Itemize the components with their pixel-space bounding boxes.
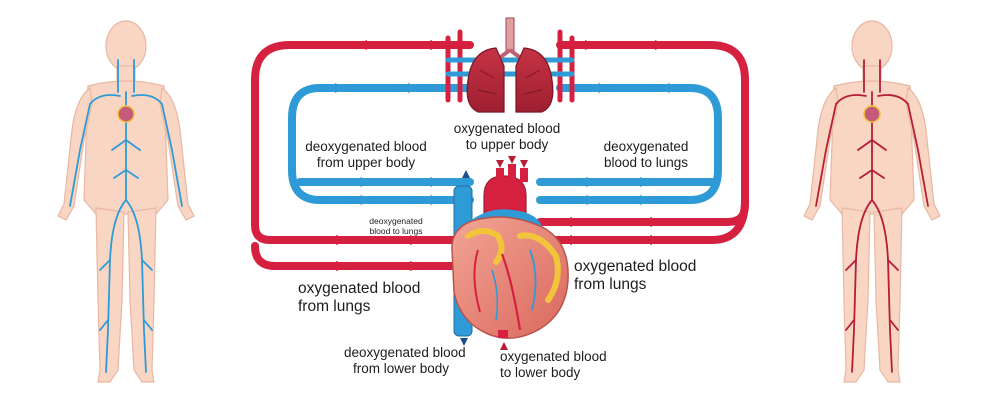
oxygenated-pathway-left-lower <box>251 242 459 270</box>
oxygenated-pathway-left-outer <box>251 41 474 244</box>
human-body-veins-figure <box>57 20 195 383</box>
flow-arrows <box>335 40 670 350</box>
heart-illustration <box>451 164 569 339</box>
deoxygenated-pathway-right <box>536 84 722 204</box>
human-body-arteries-figure <box>803 20 941 383</box>
oxygenated-pathway-right-outer <box>536 41 749 226</box>
deoxygenated-pathway-left <box>288 84 474 204</box>
oxygenated-pathway-right-lower <box>536 196 749 244</box>
lungs-illustration <box>466 17 554 113</box>
